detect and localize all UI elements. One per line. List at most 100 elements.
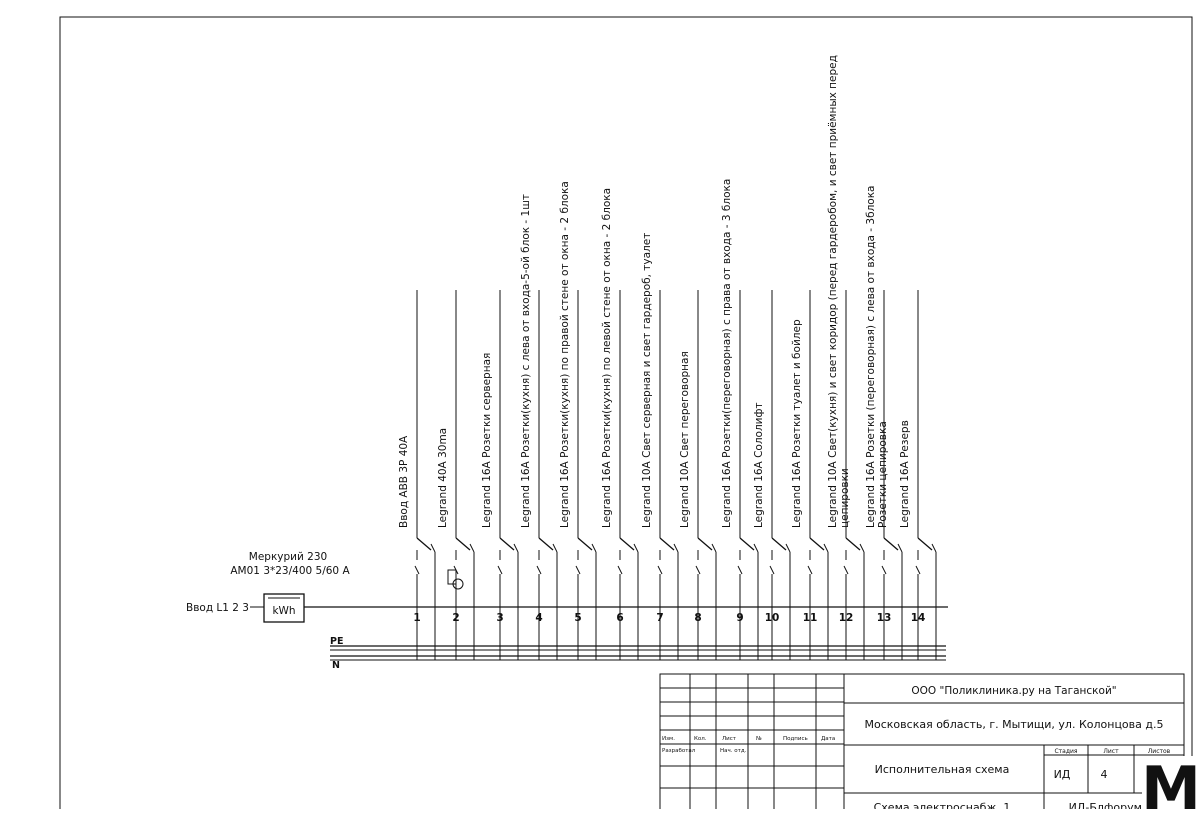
circuit-2-breaker-contact (455, 537, 471, 551)
circuit-13-number: 13 (877, 612, 892, 624)
drawing-frame (59, 16, 1193, 814)
circuit-8-label-1: Legrand 10А Свет переговорная (679, 351, 691, 528)
pe-label: PE (330, 636, 343, 647)
circuit-10-number: 10 (765, 612, 780, 624)
circuit-4-breaker-tick (552, 543, 558, 553)
circuit-5-contact-mark (575, 565, 581, 575)
circuit-12-label-1: Legrand 10А Свет(кухня) и свет коридор (… (827, 55, 839, 528)
circuit-4-breaker-contact (538, 537, 554, 551)
circuit-12-contact-mark (843, 565, 849, 575)
header-sheet: Лист (722, 736, 737, 742)
circuit-4-contact-mark (536, 565, 542, 575)
meter-model: АМ01 3*23/400 5/60 А (230, 565, 350, 577)
circuit-8-contact-mark (695, 565, 701, 575)
circuit-14-breaker-tick (931, 543, 937, 553)
circuit-9-number: 9 (736, 612, 743, 624)
circuit-9-label-1: Legrand 16А Розетки(переговорная) с прав… (721, 179, 733, 528)
n-label: N (332, 660, 340, 671)
circuit-2-label-1: Legrand 40А 30ma (437, 428, 449, 528)
circuit-11-breaker-tick (823, 543, 829, 553)
circuit-14-breaker-contact (917, 537, 933, 551)
circuit-9-breaker-contact (739, 537, 755, 551)
object-address: Московская область, г. Мытищи, ул. Колон… (865, 718, 1164, 731)
sheet-title: Схема электроснабж. 1 (874, 801, 1011, 809)
circuit-6-number: 6 (616, 612, 623, 624)
circuit-6-label-1: Legrand 16А Розетки(кухня) по левой стен… (601, 188, 613, 528)
circuit-14-label-1: Legrand 16А Резерв (899, 420, 911, 528)
circuit-3-contact-mark (497, 565, 503, 575)
circuit-12-label-2: цепировки (839, 468, 851, 528)
stage-value: ИД (1054, 768, 1071, 781)
circuit-6-contact-mark (617, 565, 623, 575)
organization-name: ООО "Поликлиника.ру на Таганской" (911, 685, 1116, 697)
circuit-10-label-1: Legrand 16А Сололифт (753, 402, 765, 528)
circuit-1-label-1: Ввод АВВ 3Р 40А (398, 435, 410, 528)
circuit-8-breaker-tick (711, 543, 717, 553)
circuit-4-label-1: Legrand 16А Розетки(кухня) с лева от вхо… (520, 194, 532, 528)
circuit-3-label-1: Legrand 16А Розетки серверная (481, 353, 493, 528)
circuit-12-number: 12 (839, 612, 854, 624)
circuit-13-contact-mark (881, 565, 887, 575)
logo-letter: M (1141, 754, 1200, 809)
circuit-13-breaker-contact (883, 537, 899, 551)
circuit-1-contact-mark (414, 565, 420, 575)
meter-name: Меркурий 230 (249, 551, 327, 563)
sheet-header: Лист (1103, 748, 1119, 755)
circuit-11-contact-mark (807, 565, 813, 575)
rcd-toroid (452, 578, 464, 590)
circuit-5-breaker-contact (577, 537, 593, 551)
circuit-7-number: 7 (656, 612, 663, 624)
circuit-3-number: 3 (496, 612, 503, 624)
circuit-11-number: 11 (803, 612, 818, 624)
stage-header: Стадия (1054, 748, 1077, 755)
circuit-12-breaker-tick (859, 543, 865, 553)
role-developer: Разработал (662, 748, 696, 754)
circuit-3-breaker-contact (499, 537, 515, 551)
header-doc-number: № (756, 736, 762, 742)
circuit-7-label-1: Legrand 10А Свет серверная и свет гардер… (641, 233, 653, 528)
circuit-5-number: 5 (574, 612, 581, 624)
sheet-value: 4 (1101, 768, 1108, 781)
circuit-6-breaker-tick (633, 543, 639, 553)
header-signature: Подпись (783, 736, 808, 742)
circuit-9-contact-mark (737, 565, 743, 575)
circuit-1-number: 1 (413, 612, 420, 624)
circuit-13-breaker-tick (897, 543, 903, 553)
title-block: ООО "Поликлиника.ру на Таганской" Москов… (659, 673, 1185, 814)
circuit-12-breaker-contact (845, 537, 861, 551)
role-head: Нач. отд. (720, 748, 747, 754)
circuit-11-label-1: Legrand 16А Розетки туалет и бойлер (791, 319, 803, 528)
circuit-1-breaker-contact (416, 537, 432, 551)
circuit-10-contact-mark (769, 565, 775, 575)
circuit-9-breaker-tick (753, 543, 759, 553)
rcd-sensor-box (447, 569, 457, 585)
circuit-3-breaker-tick (513, 543, 519, 553)
header-qty: Кол. (694, 736, 707, 742)
company-logo: M (1141, 754, 1200, 814)
logo-backdrop (1142, 756, 1200, 809)
circuit-2-breaker-tick (469, 543, 475, 553)
circuit-1-breaker-tick (430, 543, 436, 553)
circuit-14-number: 14 (911, 612, 926, 624)
meter-box (263, 593, 305, 623)
input-label: Ввод L1 2 3 (186, 602, 249, 614)
circuit-7-breaker-tick (673, 543, 679, 553)
circuit-10-breaker-tick (785, 543, 791, 553)
header-change: Изм. (662, 736, 675, 742)
circuit-14-contact-mark (915, 565, 921, 575)
sheets-header: Листов (1148, 748, 1171, 755)
circuit-5-label-1: Legrand 16А Розетки(кухня) по правой сте… (559, 181, 571, 528)
revision-grid (660, 673, 844, 814)
circuit-13-label-2: Розетки цепировка (877, 421, 889, 528)
circuit-11-breaker-contact (809, 537, 825, 551)
document-title: Исполнительная схема (875, 763, 1010, 776)
circuit-group: 1 Ввод АВВ 3Р 40А 2 Legrand 40А 30ma 3 Legran… (398, 55, 937, 660)
circuit-2-number: 2 (452, 612, 459, 624)
circuit-7-breaker-contact (659, 537, 675, 551)
circuit-7-contact-mark (657, 565, 663, 575)
circuit-8-breaker-contact (697, 537, 713, 551)
circuit-8-number: 8 (694, 612, 701, 624)
circuit-10-breaker-contact (771, 537, 787, 551)
meter-unit: kWh (272, 605, 295, 617)
